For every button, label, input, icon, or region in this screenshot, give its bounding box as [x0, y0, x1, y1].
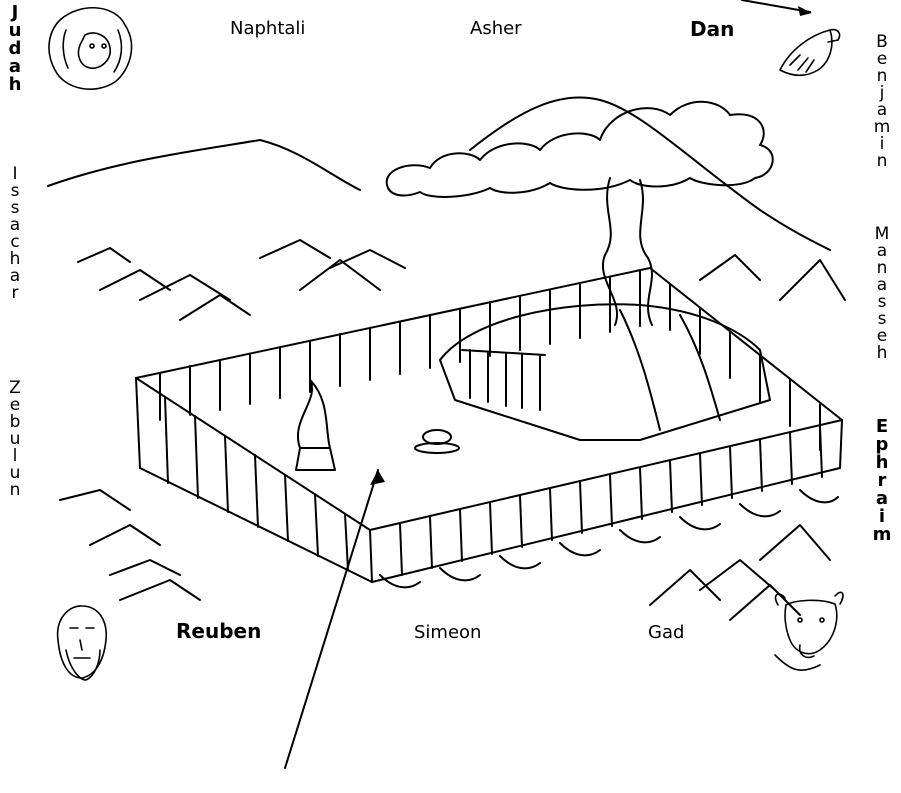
vertical-letter: b	[9, 412, 21, 432]
vertical-letter: a	[876, 241, 888, 261]
ox-icon	[774, 591, 844, 671]
pointer-to-courtyard	[284, 469, 379, 769]
vertical-letter: a	[8, 56, 22, 77]
vertical-letter: l	[12, 446, 18, 466]
vertical-letter: u	[8, 20, 22, 41]
pillars	[461, 349, 546, 411]
tribe-label-dan: Dan	[690, 17, 735, 41]
vertical-letter: E	[875, 416, 889, 437]
vertical-letter: s	[10, 181, 20, 201]
vertical-letter: c	[10, 232, 20, 252]
vertical-letter: a	[876, 100, 888, 120]
vertical-letter: j	[879, 83, 885, 103]
fence-right	[649, 267, 843, 421]
lion-icon	[48, 7, 133, 90]
mountain-left	[47, 139, 361, 191]
vertical-letter: r	[877, 470, 887, 491]
vertical-letter: n	[9, 480, 21, 500]
vertical-letter: p	[875, 434, 889, 455]
vertical-letter: I	[12, 164, 18, 184]
tribe-label-naphtali: Naphtali	[230, 18, 306, 39]
vertical-letter: u	[9, 463, 21, 483]
tribe-label-simeon: Simeon	[414, 622, 482, 643]
vertical-letter: s	[877, 292, 887, 312]
tribe-label-reuben: Reuben	[176, 619, 262, 643]
vertical-letter: h	[876, 343, 888, 363]
vertical-letter: a	[875, 488, 889, 509]
vertical-letter: n	[876, 258, 888, 278]
tribe-label-asher: Asher	[470, 18, 522, 39]
vertical-letter: s	[877, 309, 887, 329]
vertical-letter: J	[11, 2, 19, 23]
vertical-letter: r	[11, 283, 19, 303]
vertical-letter: h	[8, 74, 22, 95]
fence-bottom	[369, 419, 843, 531]
laver	[422, 429, 452, 445]
vertical-letter: Z	[9, 378, 21, 398]
vertical-letter: m	[872, 524, 892, 545]
vertical-letter: e	[9, 395, 21, 415]
guy-ropes	[379, 489, 839, 589]
vertical-letter: a	[876, 275, 888, 295]
cloud	[385, 100, 774, 198]
fence-top	[135, 267, 651, 379]
fence-posts	[159, 269, 823, 576]
vertical-letter: n	[876, 151, 888, 171]
vertical-letter: h	[875, 452, 889, 473]
pointer-to-dan	[741, 0, 811, 13]
fence-left	[135, 377, 371, 531]
mountain-right	[469, 96, 831, 251]
vertical-letter: h	[9, 249, 21, 269]
tents-left	[59, 247, 251, 601]
tents-top	[259, 239, 406, 291]
altar	[295, 379, 336, 471]
tents-right	[649, 254, 846, 621]
vertical-letter: e	[876, 49, 888, 69]
vertical-letter: i	[878, 506, 886, 527]
vertical-letter: d	[8, 38, 22, 59]
vertical-letter: M	[874, 224, 890, 244]
vertical-letter: e	[876, 326, 888, 346]
eagle-icon	[779, 28, 841, 77]
vertical-letter: a	[9, 215, 21, 235]
vertical-letter: B	[876, 32, 888, 52]
vertical-letter: i	[879, 134, 885, 154]
vertical-letter: u	[9, 429, 21, 449]
man-face-icon	[56, 605, 107, 681]
vertical-letter: m	[873, 117, 891, 137]
vertical-letter: s	[10, 198, 20, 218]
vertical-letter: a	[9, 266, 21, 286]
vertical-letter: n	[876, 66, 888, 86]
tribe-label-gad: Gad	[648, 622, 685, 643]
